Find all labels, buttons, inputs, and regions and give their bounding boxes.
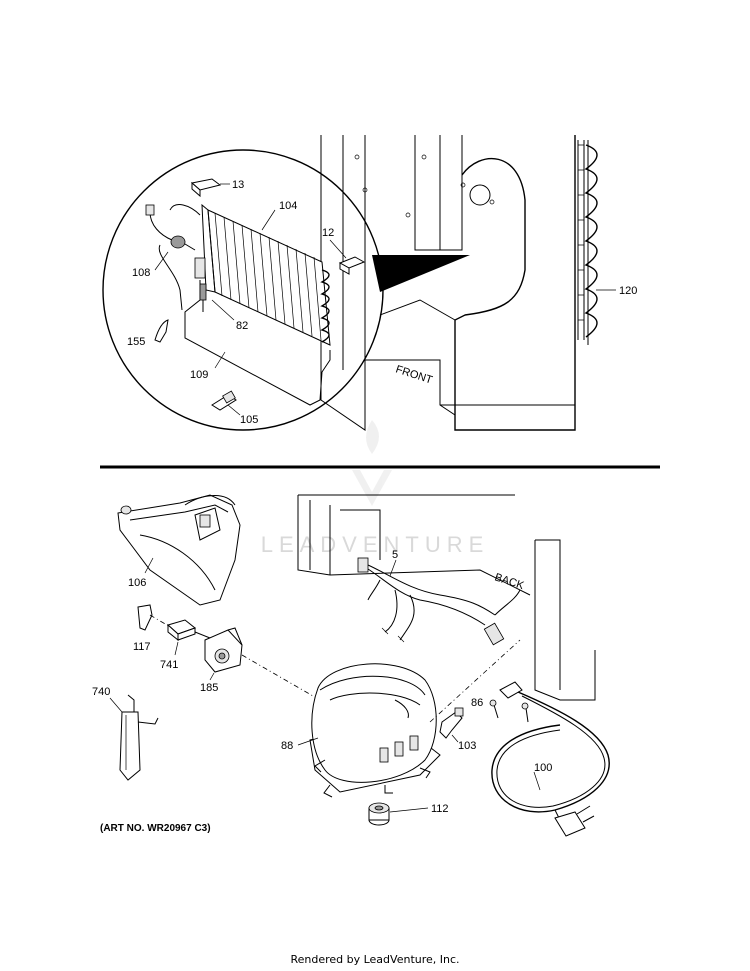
- label-front: FRONT: [394, 363, 434, 386]
- label-104: 104: [279, 200, 297, 212]
- label-112: 112: [431, 803, 449, 815]
- wiring-harness: [357, 557, 521, 646]
- heater-terminal-82: [199, 283, 207, 312]
- label-103: 103: [458, 740, 476, 752]
- label-100: 100: [534, 762, 552, 774]
- label-117: 117: [133, 641, 151, 653]
- label-back: BACK: [493, 571, 526, 592]
- label-120: 120: [619, 285, 637, 297]
- compressor-88: [309, 663, 441, 798]
- label-155: 155: [127, 336, 145, 348]
- watermark-text: LEADVENTURE: [261, 532, 490, 557]
- cabinet-upper: [320, 135, 589, 431]
- overload-741: [167, 619, 197, 642]
- drain-pan: [117, 494, 241, 606]
- drier-740: [119, 694, 159, 781]
- footer-credit: Rendered by LeadVenture, Inc.: [290, 953, 460, 966]
- label-741: 741: [160, 659, 178, 671]
- foam-pad-13: [190, 178, 222, 198]
- screws-86: [489, 699, 529, 723]
- grommet-112: [368, 802, 390, 826]
- label-109: 109: [190, 369, 208, 381]
- condenser-coil: [577, 140, 598, 340]
- label-86: 86: [471, 697, 483, 709]
- label-106: 106: [128, 577, 146, 589]
- clip-117: [137, 604, 153, 631]
- detail-circle: [102, 149, 470, 431]
- label-185: 185: [200, 682, 218, 694]
- label-13: 13: [232, 179, 244, 191]
- label-108: 108: [132, 267, 150, 279]
- clip-155: [154, 319, 169, 343]
- defrost-thermostat: [145, 204, 201, 251]
- bracket-103: [439, 707, 464, 739]
- label-5: 5: [392, 549, 398, 561]
- label-740: 740: [92, 686, 110, 698]
- label-82: 82: [236, 320, 248, 332]
- power-cord-100: [491, 681, 610, 837]
- watermark-logo: [352, 420, 392, 506]
- defrost-heater: [158, 244, 331, 406]
- label-105: 105: [240, 414, 258, 426]
- label-88: 88: [281, 740, 293, 752]
- cabinet-lower: [297, 494, 596, 701]
- start-device-185: [194, 627, 243, 673]
- label-12: 12: [322, 227, 334, 239]
- art-number: (ART NO. WR20967 C3): [100, 823, 211, 834]
- part-105: [211, 390, 237, 411]
- foam-pad-12: [338, 256, 366, 275]
- evaporator: [194, 203, 331, 346]
